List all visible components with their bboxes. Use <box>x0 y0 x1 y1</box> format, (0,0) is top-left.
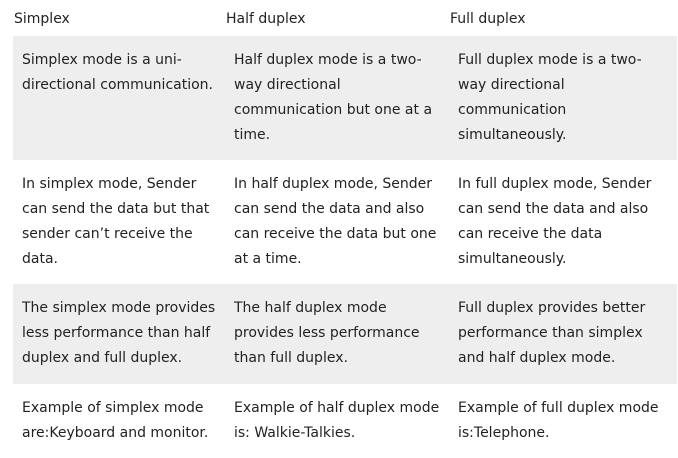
cell-full-duplex: Full duplex provides better performance … <box>458 300 646 366</box>
table-row-examples: Example of simplex mode are:Keyboard and… <box>13 384 677 458</box>
header-simplex: Simplex <box>14 11 70 27</box>
cell-half-duplex: Example of half duplex mode is: Walkie-T… <box>234 400 440 441</box>
cell-full-duplex: Full duplex mode is a two-way directiona… <box>458 52 642 143</box>
cell-simplex: Simplex mode is a uni-directional commun… <box>22 52 213 93</box>
cell-half-duplex: The half duplex mode provides less perfo… <box>234 300 420 366</box>
cell-simplex: The simplex mode provides less performan… <box>22 300 216 366</box>
cell-half-duplex: In half duplex mode, Sender can send the… <box>234 176 437 267</box>
cell-simplex: Example of simplex mode are:Keyboard and… <box>22 400 209 441</box>
cell-simplex: In simplex mode, Sender can send the dat… <box>22 176 210 267</box>
cell-half-duplex: Half duplex mode is a two-way directiona… <box>234 52 433 143</box>
cell-full-duplex: Example of full duplex mode is:Telephone… <box>458 400 659 441</box>
table-row-send-receive: In simplex mode, Sender can send the dat… <box>13 160 677 284</box>
table-row-direction: Simplex mode is a uni-directional commun… <box>13 36 677 160</box>
table-row-performance: The simplex mode provides less performan… <box>13 284 677 384</box>
header-half-duplex: Half duplex <box>226 11 306 27</box>
comparison-table: Simplex Half duplex Full duplex Simplex … <box>13 0 677 458</box>
table-header-row: Simplex Half duplex Full duplex <box>13 0 677 36</box>
header-full-duplex: Full duplex <box>450 11 526 27</box>
cell-full-duplex: In full duplex mode, Sender can send the… <box>458 176 652 267</box>
